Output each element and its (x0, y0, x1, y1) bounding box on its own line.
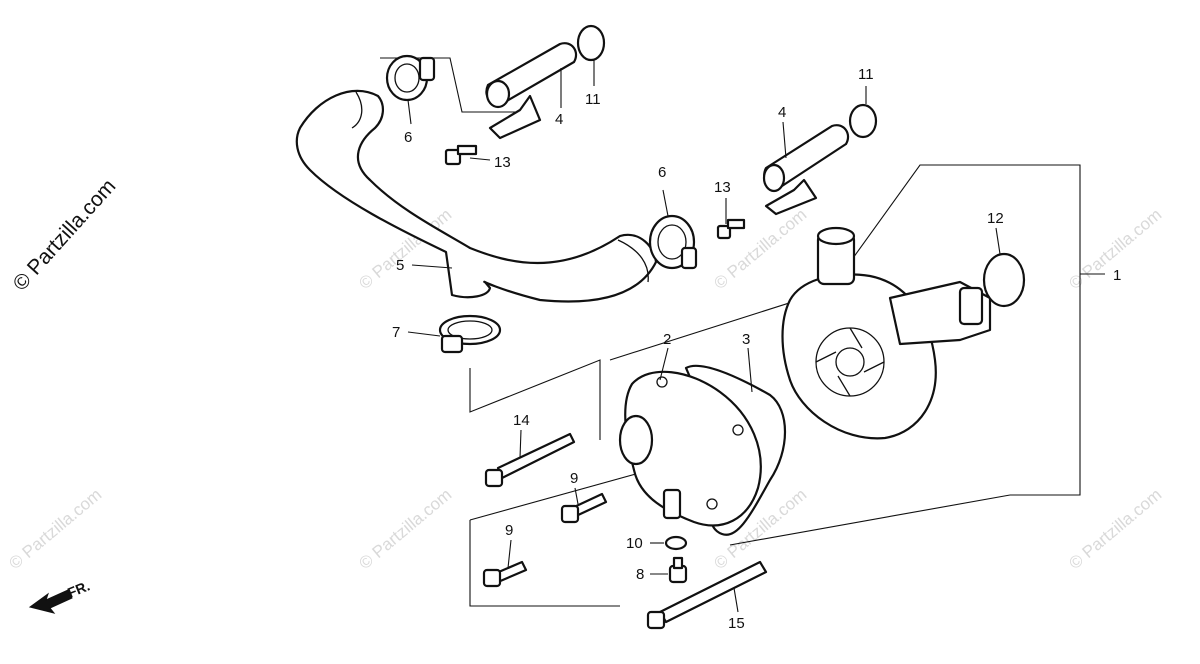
front-arrow: FR. (28, 577, 92, 614)
callout-6-middle: 6 (658, 164, 666, 181)
pipe-right (762, 124, 850, 216)
callout-9-upper: 9 (570, 470, 578, 487)
pump-assembly (781, 226, 992, 440)
leader-lines (407, 60, 1105, 613)
clamp-lower (438, 314, 502, 354)
credit-text: © Partzilla.com (9, 175, 121, 296)
callout-14: 14 (513, 412, 530, 429)
callout-11-right: 11 (858, 66, 874, 83)
o-ring-right (848, 103, 878, 139)
arrow-left-icon (28, 589, 73, 614)
callout-1: 1 (1113, 267, 1121, 284)
watermark: © Partzilla.com (5, 485, 105, 573)
callout-5: 5 (396, 257, 404, 274)
watermark: © Partzilla.com (710, 205, 810, 293)
hose-part (295, 89, 658, 303)
clamp-middle (648, 214, 698, 270)
washer-10 (664, 535, 688, 551)
watermark: © Partzilla.com (355, 485, 455, 573)
callout-7: 7 (392, 324, 400, 341)
callout-4-right: 4 (778, 104, 786, 121)
callout-2: 2 (663, 331, 671, 348)
callouts: 1 2 3 4 4 5 6 6 7 8 9 9 10 11 11 12 13 1… (392, 66, 1121, 632)
watermark: © Partzilla.com (1065, 485, 1165, 573)
bolt-9-upper (560, 492, 608, 524)
clamp-upper (385, 54, 436, 102)
callout-9-lower: 9 (505, 522, 513, 539)
bolt-14 (484, 432, 576, 488)
bolt-8 (668, 556, 688, 584)
callout-15: 15 (728, 615, 745, 632)
callout-8: 8 (636, 566, 644, 583)
callout-6-upper: 6 (404, 129, 412, 146)
bolt-15 (646, 560, 768, 630)
callout-12: 12 (987, 210, 1004, 227)
callout-11-upper: 11 (585, 91, 601, 108)
callout-4-upper: 4 (555, 111, 563, 128)
pump-cover (618, 370, 762, 527)
o-ring-12 (982, 252, 1026, 308)
front-label: FR. (65, 577, 92, 600)
callout-3: 3 (742, 331, 750, 348)
bolt-9-lower (482, 560, 528, 588)
callout-10: 10 (626, 535, 643, 552)
callout-13-upper: 13 (494, 154, 511, 171)
pipe-upper (485, 42, 578, 140)
callout-13-right: 13 (714, 179, 731, 196)
bolt-right (716, 218, 746, 240)
bolt-upper (444, 144, 478, 166)
o-ring-upper (576, 24, 606, 62)
